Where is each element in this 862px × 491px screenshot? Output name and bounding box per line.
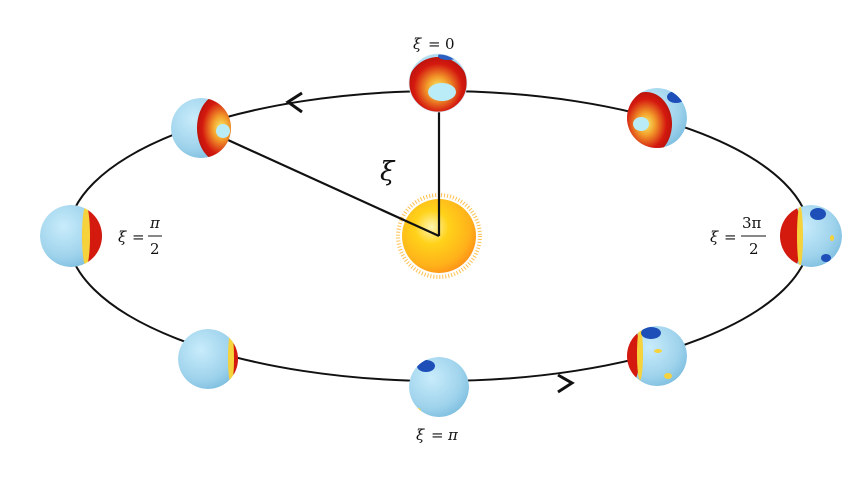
svg-text:=: = — [132, 228, 145, 246]
svg-text:0: 0 — [445, 35, 455, 53]
label-xi-3pi-over-2: ξ = 3π 2 — [710, 214, 766, 258]
planet-xi-3pi-over-2 — [780, 205, 842, 267]
svg-text:2: 2 — [150, 240, 160, 258]
planet-xi-pi — [409, 357, 469, 417]
orbit-arrow-bottom — [557, 373, 575, 394]
svg-text:π: π — [447, 426, 459, 444]
orbit-arrow-top — [285, 91, 303, 114]
svg-text:ξ: ξ — [710, 228, 719, 246]
svg-text:π: π — [149, 214, 161, 232]
planet-lower-right — [627, 326, 687, 386]
svg-text:=: = — [724, 228, 737, 246]
svg-text:ξ: ξ — [118, 228, 127, 246]
svg-text:2: 2 — [749, 240, 759, 258]
planet-upper-right — [627, 88, 687, 148]
svg-text:3π: 3π — [742, 214, 762, 232]
planet-upper-left — [171, 98, 231, 158]
planet-xi-pi-over-2 — [40, 205, 102, 267]
angle-label: ξ — [380, 157, 396, 187]
svg-text:=: = — [431, 426, 444, 444]
planet-lower-left — [178, 329, 238, 389]
svg-text:ξ: ξ — [413, 35, 422, 53]
label-xi-0: ξ = 0 — [413, 35, 455, 53]
planet-xi-0 — [409, 54, 467, 112]
label-xi-pi-over-2: ξ = π 2 — [118, 214, 162, 258]
radius-to-planet — [227, 138, 440, 238]
svg-text:=: = — [428, 35, 441, 53]
svg-text:ξ: ξ — [416, 426, 425, 444]
label-xi-pi: ξ = π — [416, 426, 459, 444]
